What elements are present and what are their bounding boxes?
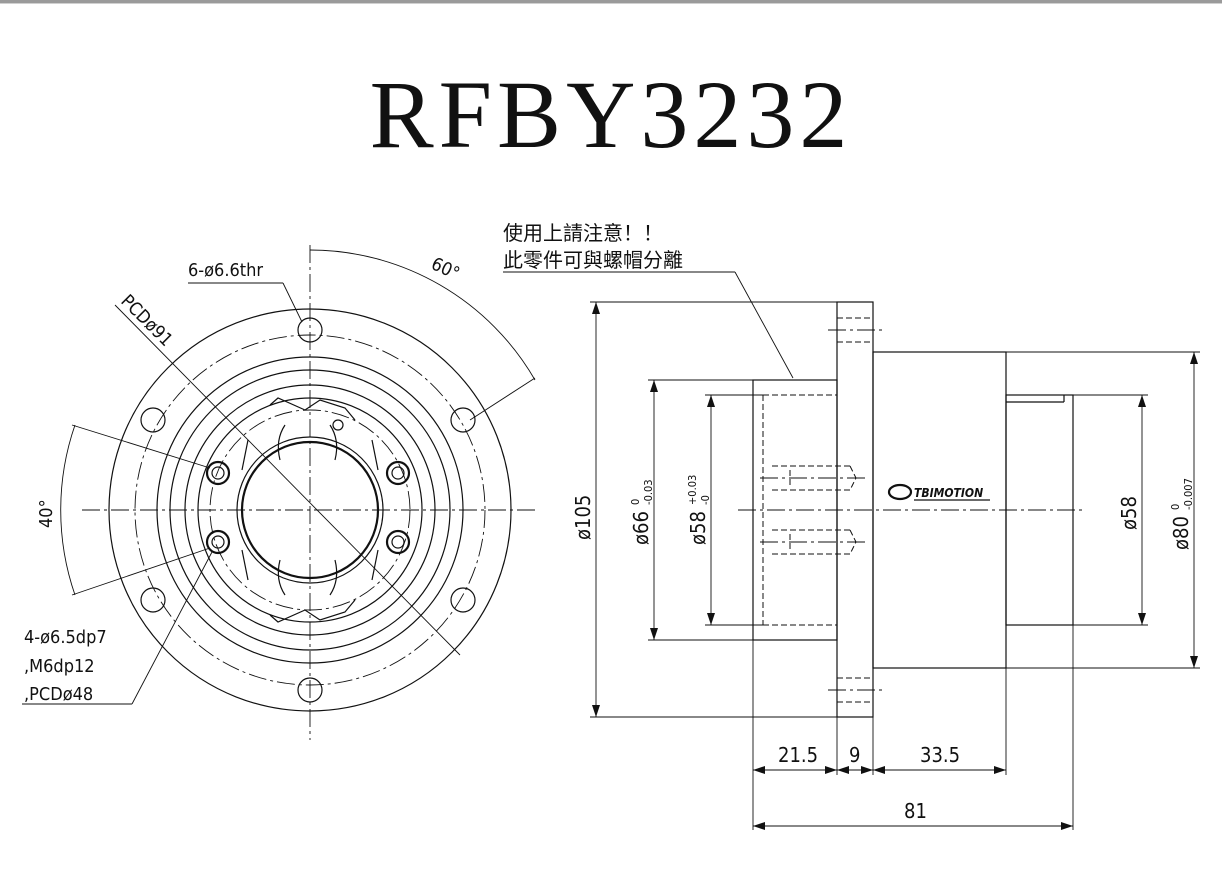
dim-58l-label: ø58 bbox=[686, 511, 710, 545]
grease-hole bbox=[332, 419, 344, 431]
arrow bbox=[592, 302, 600, 314]
dim-58l-tol-upper: +0.03 bbox=[686, 475, 699, 505]
pcd91-circle bbox=[134, 334, 486, 686]
bolt-hole bbox=[297, 317, 323, 343]
side-tapped-holes bbox=[760, 465, 865, 555]
arrow bbox=[1061, 822, 1073, 830]
len-9-label: 9 bbox=[849, 743, 860, 767]
dim-105-label: ø105 bbox=[571, 495, 595, 540]
tapped-holes bbox=[205, 460, 411, 555]
arrow bbox=[873, 766, 885, 774]
dim-80-tol-lower: -0.007 bbox=[1182, 478, 1195, 510]
bore-circle bbox=[240, 440, 380, 580]
dim-66-tol-upper: 0 bbox=[629, 499, 642, 505]
angle-60-extension bbox=[469, 377, 536, 421]
tapped-hole bbox=[385, 529, 411, 555]
arrow bbox=[753, 766, 765, 774]
note-line1: 使用上請注意！！ bbox=[503, 221, 663, 245]
side-view: TBIMOTION bbox=[571, 301, 1200, 830]
retainer-bottom-segment bbox=[269, 599, 356, 623]
dim-58l-group: ø58 +0.03 -0 bbox=[686, 475, 712, 545]
tap-label-leader bbox=[131, 551, 213, 705]
dim-58r-label: ø58 bbox=[1117, 496, 1141, 530]
dim-80-label: ø80 bbox=[1169, 516, 1193, 550]
retainer-body bbox=[752, 379, 838, 641]
return-tube-bottom bbox=[277, 559, 338, 596]
retainer-right-segment bbox=[371, 439, 379, 581]
arrow bbox=[1138, 395, 1146, 407]
dim-58l-tol-lower: -0 bbox=[699, 495, 712, 505]
dim-66-tol-lower: -0.03 bbox=[642, 479, 655, 505]
flange-outer-circle bbox=[108, 308, 512, 712]
tapped-hole bbox=[385, 460, 411, 486]
len-33-5-label: 33.5 bbox=[920, 743, 960, 767]
brand-logo: TBIMOTION bbox=[887, 483, 990, 501]
retainer-outer-circle bbox=[197, 397, 423, 623]
return-tube-top bbox=[277, 424, 338, 461]
bolt-hole bbox=[450, 407, 476, 433]
bolt-holes bbox=[140, 317, 476, 703]
angle-40-extension-top bbox=[71, 424, 211, 469]
drawing-title: RFBY3232 bbox=[369, 61, 853, 168]
body-step-circle bbox=[169, 369, 451, 651]
arrow bbox=[707, 613, 715, 625]
tap-label-line1: 4-ø6.5dp7 bbox=[24, 627, 107, 648]
arrow bbox=[994, 766, 1006, 774]
tapped-hole-inner bbox=[391, 535, 405, 549]
brand-logo-text: TBIMOTION bbox=[914, 486, 983, 500]
separation-note: 使用上請注意！！ 此零件可與螺帽分離 bbox=[503, 221, 794, 379]
angle-40-arc bbox=[60, 424, 76, 596]
angle-40-label: 40° bbox=[36, 499, 57, 528]
arrow bbox=[1190, 656, 1198, 668]
bore-chamfer-circle bbox=[236, 436, 384, 584]
body-inner-circle bbox=[184, 384, 436, 636]
tapped-hole-inner bbox=[391, 466, 405, 480]
arrow bbox=[650, 380, 658, 392]
tap-label-line3: ,PCDø48 bbox=[24, 684, 93, 705]
arrow bbox=[1138, 613, 1146, 625]
tapped-hole-inner bbox=[211, 535, 225, 549]
tapped-hole bbox=[205, 460, 231, 486]
arrow bbox=[650, 628, 658, 640]
front-view: 6-ø6.6thr PCDø91 60° 40° 4-ø6.5dp7 ,M6dp… bbox=[22, 245, 536, 740]
angle-60-arc bbox=[309, 249, 536, 381]
body-circle bbox=[156, 356, 464, 664]
tapped-hole bbox=[205, 529, 231, 555]
bolt-holes-label: 6-ø6.6thr bbox=[188, 260, 263, 281]
dim-80-tol-upper: 0 bbox=[1169, 504, 1182, 510]
pcd48-circle bbox=[209, 409, 411, 611]
len-total-label: 81 bbox=[904, 799, 927, 823]
tapped-hole-inner bbox=[211, 466, 225, 480]
len-21-5-label: 21.5 bbox=[778, 743, 818, 767]
angle-40-extension-bottom bbox=[71, 547, 211, 596]
arrow bbox=[1190, 352, 1198, 364]
arrow bbox=[707, 395, 715, 407]
tap-label-line2: ,M6dp12 bbox=[24, 656, 95, 677]
dim-66-label: ø66 bbox=[629, 511, 653, 545]
bolt-hole bbox=[140, 587, 166, 613]
arrow bbox=[592, 705, 600, 717]
dim-80-group: ø80 0 -0.007 bbox=[1169, 478, 1195, 550]
arrow bbox=[861, 766, 873, 774]
arrow bbox=[753, 822, 765, 830]
brand-logo-mark bbox=[887, 483, 913, 501]
flange-body bbox=[836, 301, 874, 718]
retainer-top-segment bbox=[269, 397, 356, 421]
pcd91-label: PCDø91 bbox=[116, 291, 176, 351]
nut-spigot bbox=[1005, 394, 1074, 626]
arrow bbox=[837, 766, 849, 774]
bolt-hole bbox=[297, 677, 323, 703]
pcd-diagonal-leader bbox=[114, 304, 461, 656]
note-line2: 此零件可與螺帽分離 bbox=[503, 248, 683, 272]
window-top-border bbox=[0, 0, 1222, 4]
bolt-hole bbox=[450, 587, 476, 613]
bolt-hole bbox=[140, 407, 166, 433]
note-leader bbox=[734, 271, 794, 379]
retainer-left-segment bbox=[241, 439, 249, 581]
arrow bbox=[825, 766, 837, 774]
bolt-label-leader bbox=[282, 282, 303, 323]
angle-60-label: 60° bbox=[428, 253, 463, 284]
dim-66-group: ø66 0 -0.03 bbox=[629, 479, 655, 545]
